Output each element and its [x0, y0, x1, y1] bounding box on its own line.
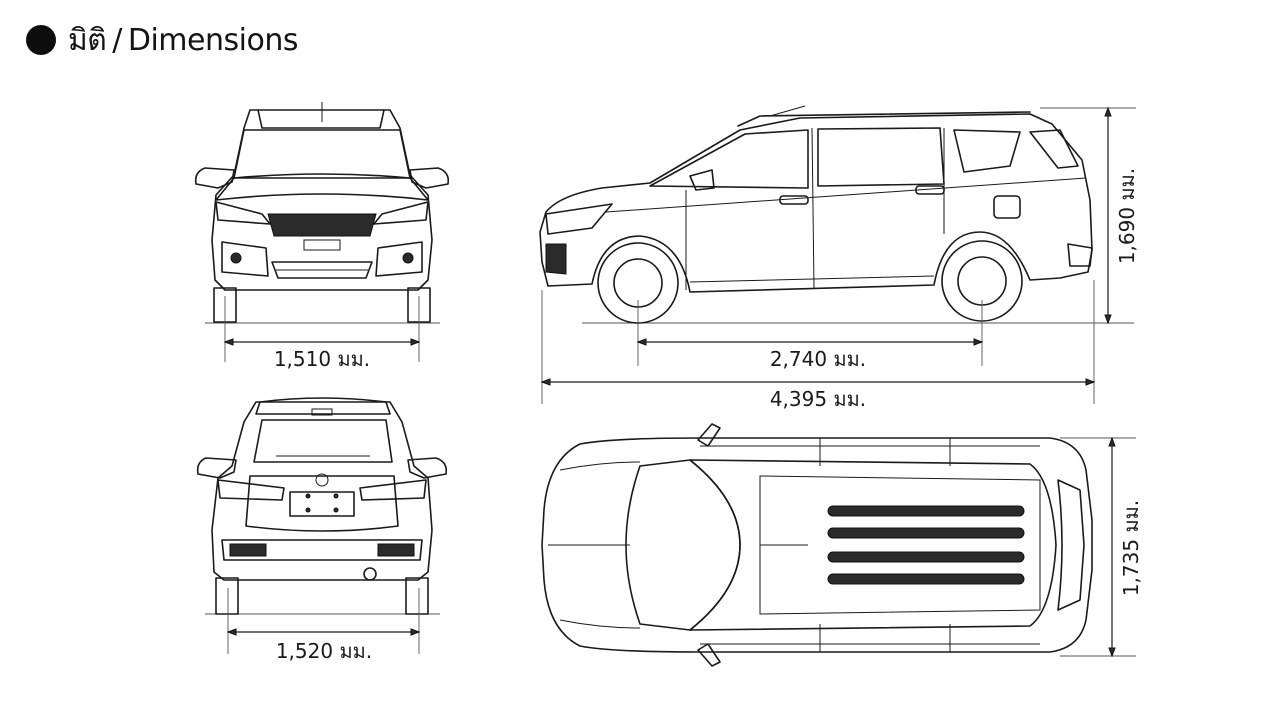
overall-width-label: 1,735 มม. [1119, 500, 1143, 596]
top-view [541, 423, 1136, 667]
heading-separator: / [112, 22, 122, 58]
rear-track-label: 1,520 มม. [276, 639, 372, 663]
overall-length-label: 4,395 มม. [770, 387, 866, 411]
front-view [194, 102, 450, 362]
overall-height-label: 1,690 มม. [1115, 168, 1139, 264]
heading-thai: มิติ [68, 22, 107, 58]
section-heading: มิติ / Dimensions [26, 18, 298, 62]
side-view [539, 105, 1136, 404]
wheelbase-label: 2,740 มม. [770, 347, 866, 371]
bullet-icon [26, 25, 56, 55]
rear-view [196, 397, 448, 654]
heading-english: Dimensions [127, 22, 299, 58]
front-track-label: 1,510 มม. [274, 347, 370, 371]
